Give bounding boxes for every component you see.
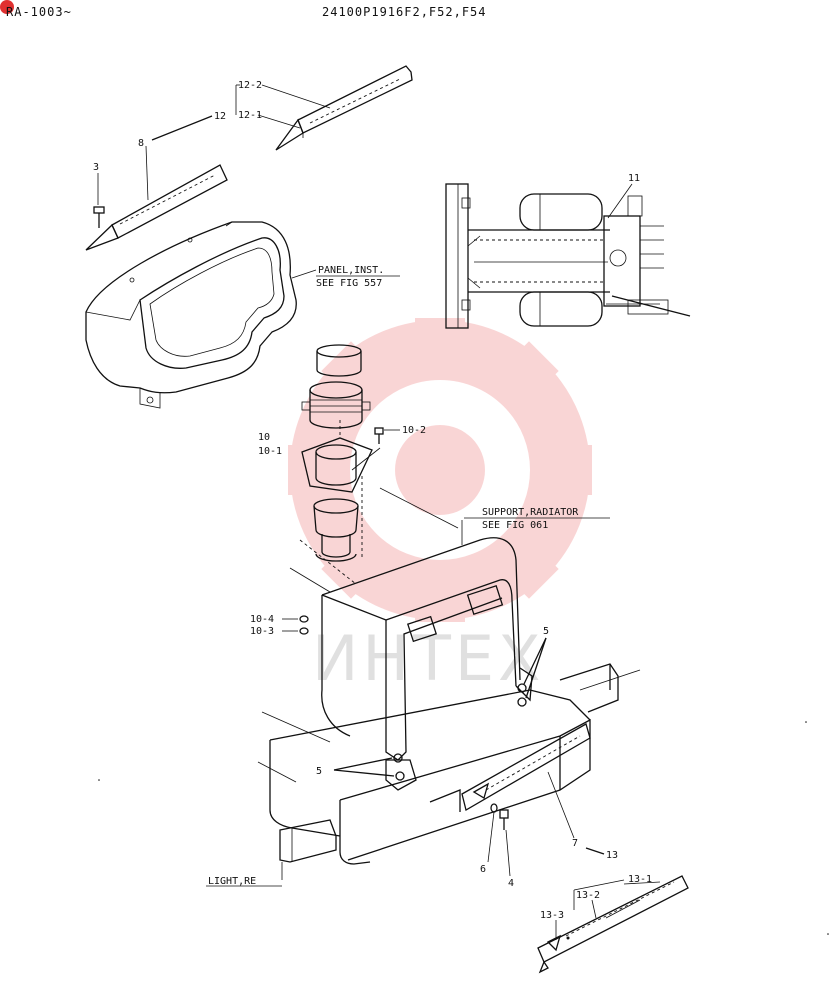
callout-4-leader: [505, 829, 511, 877]
callout-8: 8: [138, 138, 144, 149]
callout-10-1: 10-1: [258, 446, 282, 457]
bolt-5-lower-icon: [393, 753, 405, 781]
callout-11: 11: [628, 173, 640, 184]
callout-13-bracket-h: [573, 879, 625, 891]
callout-5-lower: 5: [316, 766, 322, 777]
callout-7: 7: [572, 838, 578, 849]
serial-range-label: RA-1003~: [6, 5, 72, 19]
callout-12-1: 12-1: [238, 110, 262, 121]
callout-13-1-leader: [623, 881, 661, 885]
light-ref-label: LIGHT,RE: [208, 876, 256, 887]
speck: [805, 721, 807, 723]
callout-11-leader: [607, 183, 633, 219]
nut-10-4-icon: [299, 615, 309, 623]
watermark-gear-icon: [288, 318, 592, 622]
callout-5-upper-leader-a: [523, 637, 547, 685]
callout-4: 4: [508, 878, 514, 889]
callout-12-2: 12-2: [238, 80, 262, 91]
support-ref-line2: SEE FIG 061: [482, 520, 548, 531]
screw-3-icon: [93, 206, 105, 228]
screw-4-icon: [499, 809, 509, 830]
callout-13-2-leader: [591, 899, 597, 919]
callout-12: 12: [214, 111, 226, 122]
callout-10-3: 10-3: [250, 626, 274, 637]
plate-13-shape: [537, 875, 689, 974]
instrument-panel-housing-shape: [85, 221, 297, 409]
model-codes-label: 24100P1916F2,F52,F54: [322, 5, 487, 19]
callout-13-1: 13-1: [628, 874, 652, 885]
callout-7-leader: [547, 771, 575, 839]
plate-12-shape: [275, 65, 413, 151]
plate-7-shape: [461, 723, 591, 811]
callout-12-leaders: [151, 84, 331, 141]
inset-top-view-shape: [445, 183, 691, 329]
callout-3: 3: [93, 162, 99, 173]
plate-8-shape: [85, 164, 228, 251]
callout-10-1-leader: [351, 447, 381, 471]
panel-ref-leader: [291, 269, 317, 279]
callout-13-2: 13-2: [576, 890, 600, 901]
callout-10-2: 10-2: [402, 425, 426, 436]
callout-5-lower-leader-a: [333, 757, 393, 771]
support-ref-line1: SUPPORT,RADIATOR: [482, 507, 579, 518]
watermark-text: ИНТЕХ: [312, 622, 545, 695]
callout-13-3: 13-3: [540, 910, 564, 921]
callout-6: 6: [480, 864, 486, 875]
callout-6-leader: [487, 811, 495, 863]
nut-10-3-icon: [299, 627, 309, 635]
callout-5-upper-leader-b: [525, 637, 547, 699]
callout-10: 10: [258, 432, 270, 443]
washer-6-icon: [490, 803, 498, 813]
callout-13-arrow: [585, 847, 605, 855]
bumper-frame-shape: [257, 663, 641, 865]
callout-8-leader: [145, 145, 149, 201]
callout-5-upper: 5: [543, 626, 549, 637]
callout-5-lower-leader-b: [333, 769, 395, 777]
speck: [98, 779, 100, 781]
panel-ref-line1: PANEL,INST.: [318, 265, 384, 276]
panel-ref-line2: SEE FIG 557: [316, 278, 382, 289]
speck: [827, 933, 829, 935]
hose-assembly-10-shape: [299, 344, 384, 585]
callout-13: 13: [606, 850, 618, 861]
callout-10-4: 10-4: [250, 614, 274, 625]
corner-badge-icon: [0, 0, 14, 14]
